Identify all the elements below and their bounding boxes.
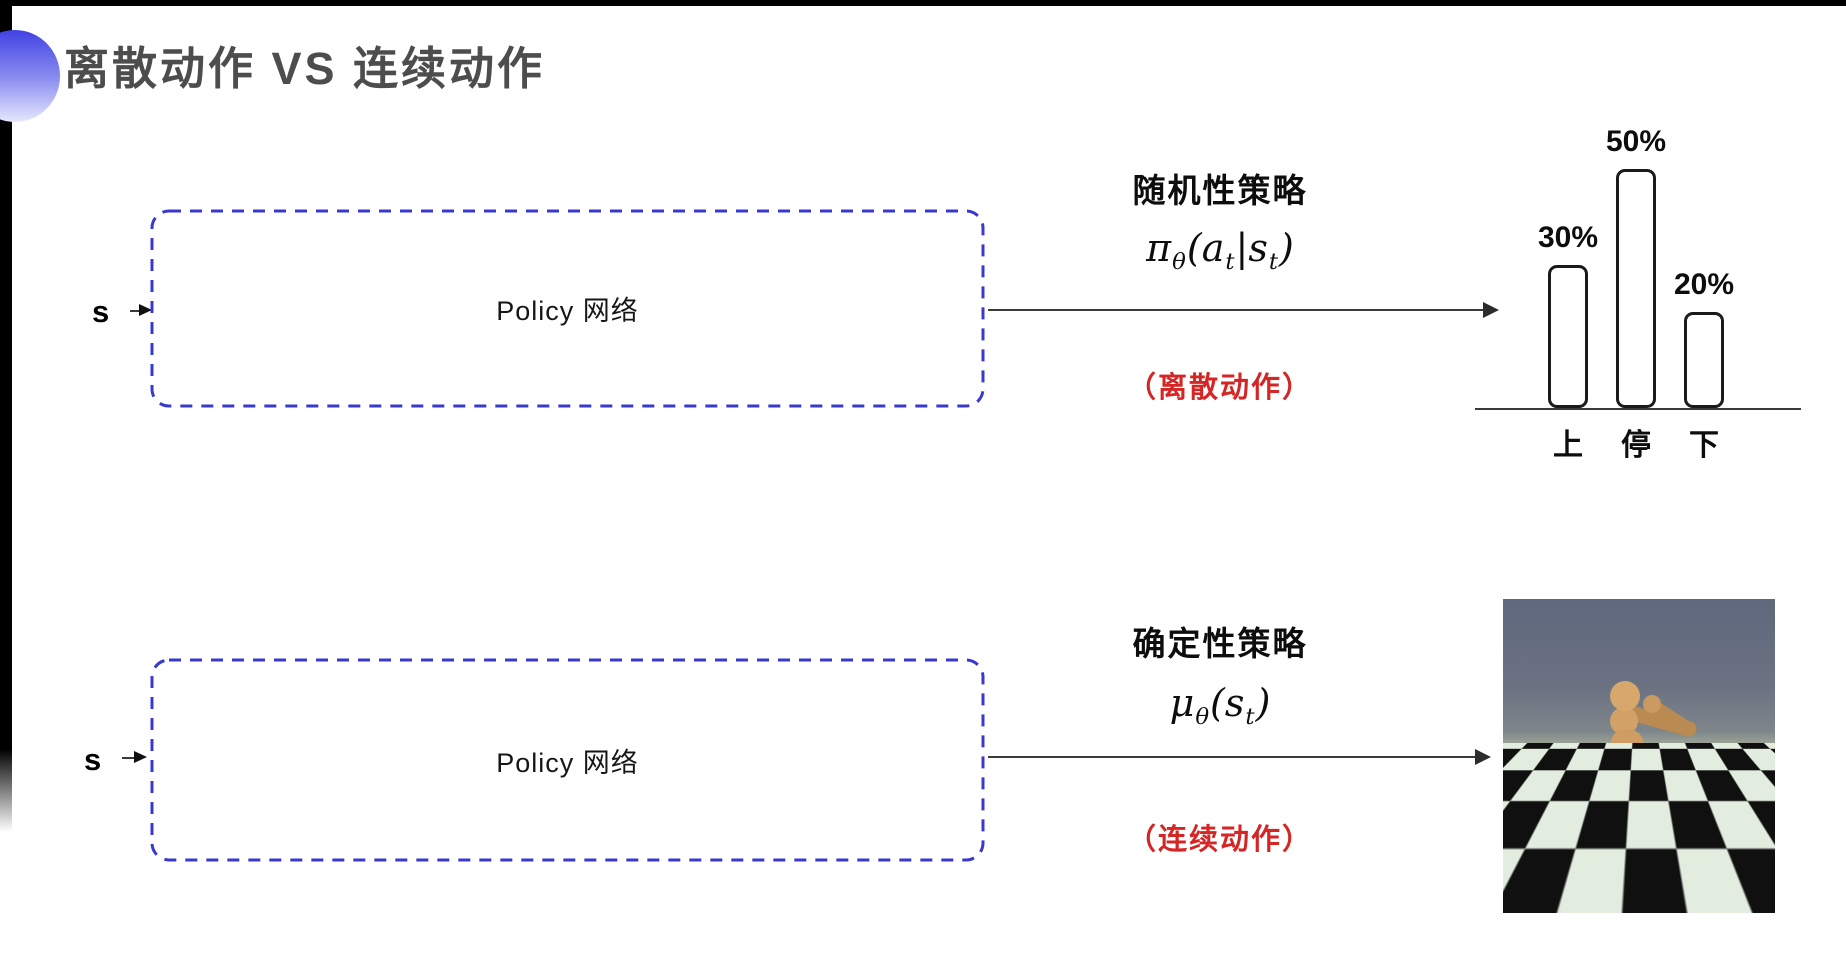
policy-type-label-deterministic: 确定性策略 bbox=[1132, 625, 1308, 662]
policy-network-box-discrete: Policy 网络 bbox=[150, 209, 985, 408]
page-title: 离散动作 VS 连续动作 bbox=[64, 43, 546, 94]
policy-network-label-continuous: Policy 网络 bbox=[496, 747, 639, 778]
action-type-note-continuous: （连续动作） bbox=[1126, 824, 1313, 856]
chart-baseline bbox=[1475, 408, 1801, 410]
input-arrow-continuous bbox=[122, 751, 147, 763]
state-input-label-discrete: s bbox=[92, 294, 110, 329]
humanoid-simulation-image bbox=[1503, 599, 1775, 913]
chart-category-label: 上 bbox=[1553, 429, 1583, 462]
chart-category-label: 停 bbox=[1621, 429, 1651, 462]
state-input-label-continuous: s bbox=[84, 742, 102, 777]
sim-checkerboard-floor bbox=[1503, 743, 1775, 913]
policy-network-label-discrete: Policy 网络 bbox=[496, 296, 639, 326]
output-arrow-discrete bbox=[988, 302, 1499, 318]
chart-bar bbox=[1684, 312, 1724, 408]
chart-bar bbox=[1548, 265, 1588, 408]
dashed-border bbox=[150, 658, 985, 862]
top-edge-decoration bbox=[0, 0, 1846, 6]
policy-type-label-stochastic: 随机性策略 bbox=[1132, 172, 1308, 209]
chart-bar-value-label: 20% bbox=[1673, 268, 1735, 301]
chart-bar-value-label: 30% bbox=[1537, 221, 1599, 254]
chart-category-label: 下 bbox=[1689, 429, 1719, 462]
chart-bar-value-label: 50% bbox=[1605, 125, 1667, 158]
left-edge-decoration bbox=[0, 0, 12, 832]
policy-formula-deterministic: μθ(st) bbox=[1169, 681, 1271, 730]
dashed-border bbox=[150, 209, 985, 408]
humanoid-figure bbox=[1557, 681, 1697, 905]
action-type-note-discrete: （离散动作） bbox=[1126, 372, 1313, 404]
action-probability-chart: 30% 上 50% 停 20% 下 bbox=[1475, 100, 1805, 462]
input-arrow-discrete bbox=[130, 304, 152, 316]
policy-network-box-continuous: Policy 网络 bbox=[150, 658, 985, 862]
title-bullet-icon bbox=[0, 30, 60, 122]
policy-formula-stochastic: πθ(at|st) bbox=[1146, 226, 1294, 275]
output-arrow-continuous bbox=[988, 749, 1491, 765]
chart-bar bbox=[1616, 169, 1656, 408]
